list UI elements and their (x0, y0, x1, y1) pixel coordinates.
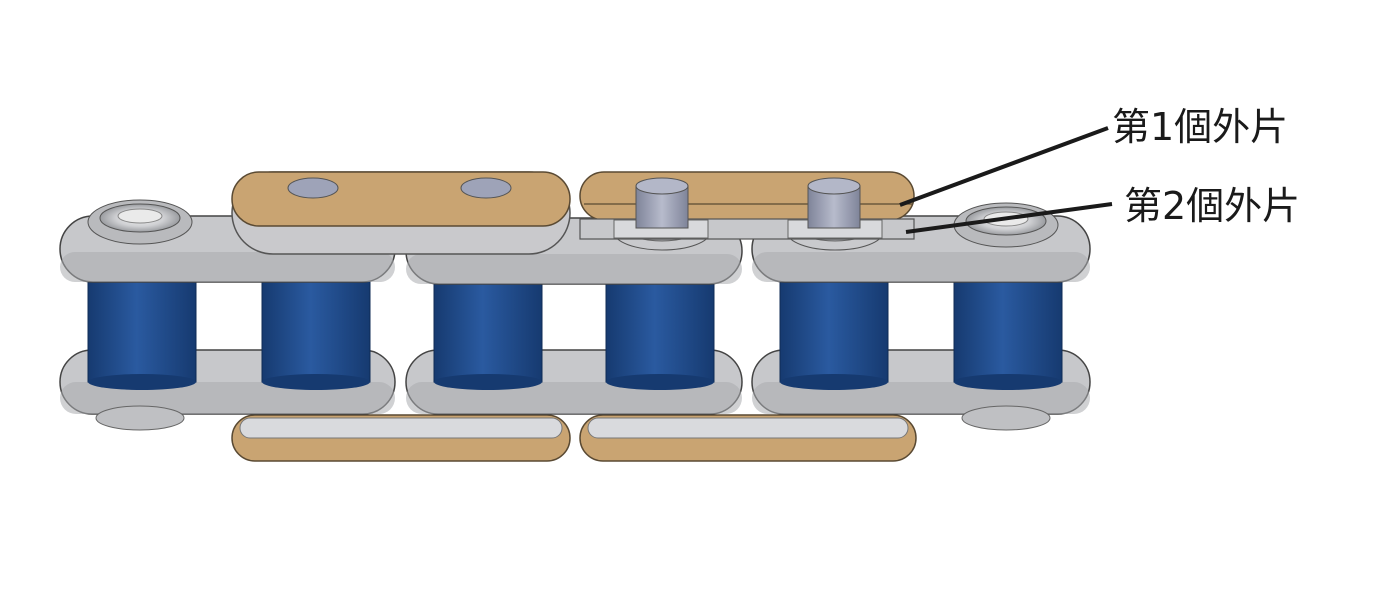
roller-4 (605, 277, 715, 390)
first-outer-plate (579, 171, 915, 221)
roller-6 (953, 277, 1063, 390)
leader-line-first-outer-plate (899, 126, 1109, 207)
roller-5 (779, 277, 889, 390)
bushing-left (87, 199, 193, 245)
pin-head-1 (287, 177, 339, 199)
second-outer-plate-label: 第2個外片 (1124, 184, 1301, 228)
top-outer-plate-left (231, 171, 571, 255)
bottom-outer-plates (231, 414, 917, 462)
lower-inner-plates (59, 349, 1091, 431)
first-outer-plate-label: 第1個外片 (1112, 105, 1289, 149)
pin-head-2 (460, 177, 512, 199)
roller-2 (261, 277, 371, 390)
top-outer-plate-right (579, 171, 915, 240)
roller-1 (87, 277, 197, 390)
roller-3 (433, 277, 543, 390)
rollers (87, 277, 1063, 390)
leader-line-second-outer-plate (905, 202, 1113, 234)
